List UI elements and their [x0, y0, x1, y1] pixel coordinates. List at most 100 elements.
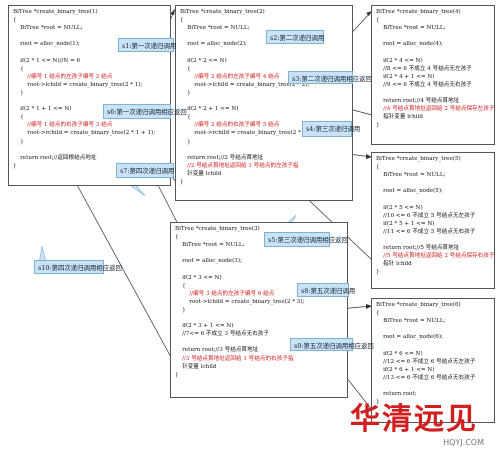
code-line: }: [13, 162, 17, 169]
code-box-create-2: BiTree *create_binary_tree(2) { BiTree *r…: [175, 5, 353, 201]
code-line: root->lchild = create_binary_tree(2 * 3)…: [175, 298, 305, 305]
code-line: BiTree *root = NULL;: [376, 25, 446, 32]
watermark-text: 华清远见: [350, 402, 478, 437]
code-line: {: [175, 282, 186, 289]
code-line: //7<= 6 不成立 3 号结点无右孩子: [175, 331, 269, 338]
code-line: {: [180, 114, 191, 121]
code-line: //3 号结点首地址返回给 1 号结点的右孩子指: [175, 355, 294, 362]
code-line: if(2 * 2 <= N): [180, 57, 227, 64]
code-line: }: [175, 306, 186, 313]
code-line: }: [180, 178, 184, 185]
code-line: if(2 * 1 <= N)//N = 6: [13, 57, 81, 64]
watermark-logo: 华清远见 HQYJ.COM: [350, 404, 490, 448]
code-line: [376, 341, 491, 349]
code-line: if(2 * 6 <= N): [376, 350, 423, 357]
code-line: {: [13, 114, 24, 121]
code-line: {: [376, 310, 380, 317]
code-line: root->lchild = create_binary_tree(2 * 2)…: [180, 81, 310, 88]
code-line: BiTree *create_binary_tree(3): [175, 226, 260, 232]
code-line: root->rchild = create_binary_tree(2 * 1 …: [13, 130, 156, 137]
code-line: [376, 325, 491, 333]
code-line: BiTree *create_binary_tree(1): [13, 9, 98, 15]
code-line: }: [175, 371, 179, 378]
code-line: //4 号结点首地址返回给 2 号结点保存左孩子: [376, 106, 495, 113]
code-line: [376, 89, 491, 97]
code-line: //编号 1 结点的右孩子编号 3 结点: [13, 122, 113, 129]
code-line: [180, 146, 349, 154]
code-line: {: [13, 65, 24, 72]
code-line: BiTree *root = NULL;: [13, 25, 83, 32]
code-line: BiTree *create_binary_tree(2): [180, 9, 265, 15]
code-line: //9 <= 6 不成立 4 号结点无右孩子: [376, 81, 472, 88]
code-line: BiTree *root = NULL;: [376, 318, 446, 325]
code-line: 指针 lchild: [376, 261, 412, 268]
code-line: {: [180, 17, 184, 24]
code-line: if(2 * 5 <= N): [376, 204, 423, 211]
code-line: [180, 48, 349, 56]
callout-s2: s2:第二次递归调用: [266, 30, 324, 44]
code-line: }: [13, 89, 24, 96]
callout-s6: s6:第一次递归调用相应返回: [103, 104, 187, 119]
code-line: BiTree *create_binary_tree(5): [376, 156, 461, 162]
code-line: {: [180, 65, 191, 72]
code-line: //8 <= 6 不成立 4 号结点无左孩子: [376, 65, 472, 72]
code-line: //12 <= 6 不成立 6 号结点无左孩子: [376, 358, 476, 365]
code-line: root = alloc_node(6);: [376, 334, 443, 341]
code-box-create-5: BiTree *create_binary_tree(5) { BiTree *r…: [371, 152, 495, 289]
code-line: if(2 * 1 + 1 <= N): [13, 106, 72, 113]
code-line: return root;//5 号结点首地址: [376, 245, 460, 252]
code-line: //编号 3 结点的左孩子编号 6 结点: [175, 290, 275, 297]
code-box-create-3: BiTree *create_binary_tree(3){ BiTree *r…: [170, 222, 348, 398]
code-line: root = alloc_node(4);: [376, 41, 443, 48]
code-line: root = alloc_node(3);: [175, 258, 242, 265]
code-line: BiTree *create_binary_tree(4): [376, 9, 461, 15]
code-line: {: [13, 17, 17, 24]
callout-s8: s8:第五次递归调用: [297, 283, 355, 297]
code-line: [13, 146, 167, 154]
code-line: [376, 236, 491, 244]
code-line: //编号 1 结点的左孩子编号 2 结点: [13, 73, 113, 80]
code-line: BiTree *root = NULL;: [180, 25, 250, 32]
code-line: }: [376, 399, 380, 406]
code-line: if(2 * 4 <= N): [376, 57, 423, 64]
code-line: BiTree *create_binary_tree(6): [376, 302, 461, 308]
code-line: [376, 32, 491, 40]
code-line: {: [376, 17, 380, 24]
callout-s9: s9:第五次递归调用相应返回: [290, 338, 374, 351]
code-line: {: [175, 234, 179, 241]
code-line: [175, 314, 344, 322]
code-line: return root;//4 号结点首地址: [376, 98, 460, 105]
code-line: if(2 * 2 + 1 <= N): [180, 106, 239, 113]
code-box-create-6: BiTree *create_binary_tree(6) { BiTree *r…: [371, 298, 495, 423]
code-line: }: [376, 269, 380, 276]
code-line: return root;//3 号结点首地址: [175, 347, 259, 354]
code-line: //11 <= 6 不成立 5 号结点无右孩子: [376, 228, 476, 235]
code-line: }: [376, 122, 380, 129]
code-line: return root;: [376, 391, 417, 398]
code-line: 针变量 lchild: [175, 363, 217, 370]
code-line: [376, 179, 491, 187]
callout-s1: s1:第一次递归调用: [118, 38, 176, 52]
code-line: root = alloc_node(1);: [13, 41, 80, 48]
code-line: [376, 382, 491, 390]
code-line: return root;//返回根结点地址: [13, 154, 97, 161]
code-line: [180, 97, 349, 105]
code-line: [376, 48, 491, 56]
watermark-sub: HQYJ.COM: [443, 438, 484, 447]
callout-s7: s7:第四次递归调用: [116, 163, 174, 178]
code-line: }: [180, 138, 191, 145]
code-line: //2 号结点首地址返回给 1 号结点的左孩子指: [180, 162, 299, 169]
code-line: }: [13, 138, 24, 145]
code-line: if(2 * 3 + 1 <= N): [175, 323, 234, 330]
code-line: [175, 249, 344, 257]
code-line: root->lchild = create_binary_tree(2 * 1)…: [13, 81, 143, 88]
code-line: if(2 * 3 <= N): [175, 274, 222, 281]
code-line: root = alloc_node(5);: [376, 188, 443, 195]
code-line: if(2 * 4 + 1 <= N): [376, 73, 435, 80]
code-line: {: [376, 164, 380, 171]
callout-s4: s4:第三次递归调用: [302, 121, 360, 137]
code-line: }: [180, 89, 191, 96]
code-line: BiTree *root = NULL;: [376, 172, 446, 179]
code-line: [376, 195, 491, 203]
code-line: //13 <= 6 不成立 6 号结点无右孩子: [376, 374, 476, 381]
